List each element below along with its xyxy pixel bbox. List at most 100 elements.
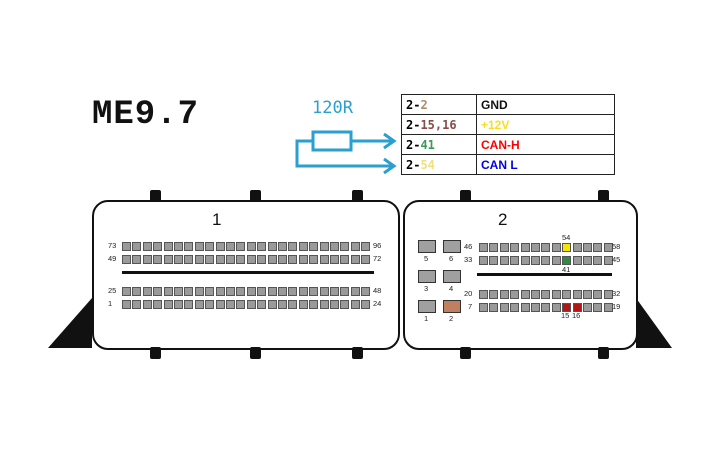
pin bbox=[205, 300, 215, 309]
pin bbox=[226, 300, 235, 309]
mount-tab bbox=[250, 190, 261, 202]
pin bbox=[122, 287, 131, 296]
pin bbox=[603, 256, 613, 265]
pin bbox=[489, 290, 499, 299]
pin bbox=[340, 300, 350, 309]
row-start-label: 49 bbox=[108, 254, 117, 263]
row-end-label: 24 bbox=[373, 299, 382, 308]
pin bbox=[122, 242, 131, 251]
pin bbox=[340, 287, 350, 296]
pin-function: GND bbox=[476, 94, 615, 115]
pin bbox=[593, 290, 603, 299]
connector-2-divider bbox=[477, 273, 612, 276]
pin bbox=[603, 243, 613, 252]
pin-15-label: 15 bbox=[561, 311, 570, 320]
pin bbox=[330, 242, 339, 251]
pin bbox=[163, 242, 173, 251]
pin bbox=[278, 300, 287, 309]
pin bbox=[215, 255, 225, 264]
pin bbox=[142, 287, 152, 296]
pin bbox=[267, 242, 277, 251]
pin bbox=[572, 290, 582, 299]
power-pin bbox=[418, 240, 436, 253]
pin bbox=[122, 255, 131, 264]
pin bbox=[593, 256, 603, 265]
pin bbox=[340, 242, 350, 251]
pin bbox=[132, 300, 142, 309]
pin bbox=[278, 242, 287, 251]
pin bbox=[288, 255, 298, 264]
pin bbox=[510, 290, 520, 299]
power-pin-label: 5 bbox=[424, 254, 429, 263]
pin bbox=[551, 256, 561, 265]
pin bbox=[510, 303, 520, 312]
pin bbox=[562, 243, 572, 252]
pin bbox=[278, 255, 287, 264]
pin bbox=[510, 256, 520, 265]
pin-cell: 2-54 bbox=[401, 154, 477, 175]
pin bbox=[215, 287, 225, 296]
pin-number: 15,16 bbox=[420, 117, 457, 132]
connector-1-divider bbox=[122, 271, 374, 274]
pin bbox=[562, 303, 572, 312]
pin bbox=[531, 243, 540, 252]
pin bbox=[153, 287, 163, 296]
pin-54-label: 54 bbox=[562, 233, 571, 242]
pin-function: CAN L bbox=[476, 154, 615, 175]
pin bbox=[489, 243, 499, 252]
pin bbox=[257, 255, 267, 264]
pin bbox=[184, 287, 194, 296]
row-end-label: 48 bbox=[373, 286, 382, 295]
pin bbox=[479, 303, 488, 312]
pin bbox=[236, 242, 246, 251]
pin bbox=[572, 243, 582, 252]
pin bbox=[479, 290, 488, 299]
pin bbox=[205, 255, 215, 264]
pin bbox=[153, 255, 163, 264]
pin bbox=[520, 256, 530, 265]
pin bbox=[330, 255, 339, 264]
pin bbox=[174, 287, 183, 296]
pin bbox=[531, 290, 540, 299]
pin bbox=[246, 300, 256, 309]
right-mount-wing bbox=[636, 298, 672, 348]
pin bbox=[531, 256, 540, 265]
pin bbox=[153, 242, 163, 251]
pin bbox=[361, 300, 371, 309]
pin bbox=[163, 287, 173, 296]
pin bbox=[257, 300, 267, 309]
pin bbox=[246, 242, 256, 251]
pin bbox=[593, 303, 603, 312]
pin bbox=[298, 255, 308, 264]
pin bbox=[583, 290, 592, 299]
pin bbox=[479, 256, 488, 265]
pin bbox=[122, 300, 131, 309]
pin bbox=[489, 303, 499, 312]
pin bbox=[184, 255, 194, 264]
pin bbox=[593, 243, 603, 252]
connector-2-label: 2 bbox=[498, 210, 508, 229]
mount-tab bbox=[460, 347, 471, 359]
pin bbox=[603, 290, 613, 299]
pin bbox=[520, 290, 530, 299]
pin bbox=[142, 255, 152, 264]
pin bbox=[330, 287, 339, 296]
pin bbox=[541, 303, 551, 312]
pin bbox=[562, 290, 572, 299]
row-end-label: 19 bbox=[612, 302, 621, 311]
pin bbox=[541, 290, 551, 299]
ecu-title: ME9.7 bbox=[92, 96, 200, 134]
pin bbox=[520, 303, 530, 312]
mount-tab bbox=[150, 347, 161, 359]
pin bbox=[267, 287, 277, 296]
pin bbox=[174, 255, 183, 264]
pin bbox=[541, 256, 551, 265]
pin bbox=[194, 255, 204, 264]
pin bbox=[226, 255, 235, 264]
pin-prefix: 2- bbox=[406, 117, 421, 132]
row-start-label: 33 bbox=[464, 255, 473, 264]
power-pin-label: 1 bbox=[424, 314, 429, 323]
pin bbox=[246, 287, 256, 296]
pin-number: 41 bbox=[420, 137, 435, 152]
pin bbox=[205, 287, 215, 296]
